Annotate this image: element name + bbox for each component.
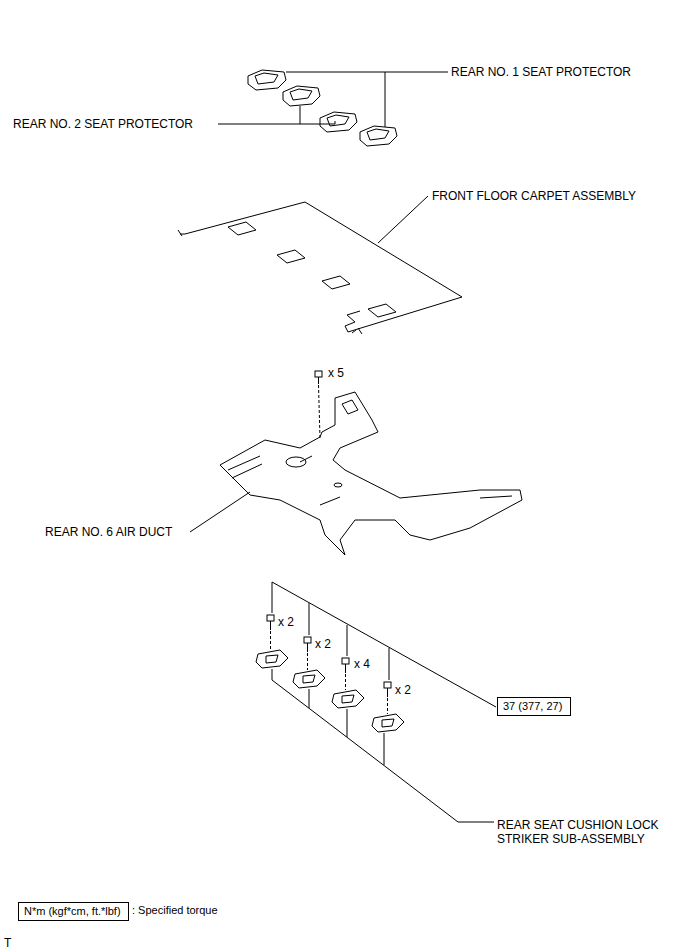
quantity-label: x 2 [394, 683, 412, 697]
quantity-label: x 4 [353, 657, 371, 671]
seat-protector [248, 70, 397, 146]
bolt [315, 371, 322, 438]
quantity-label: x 2 [277, 615, 295, 629]
part-name: REAR SEAT CUSHION LOCK STRIKER SUB-ASSEM… [496, 818, 673, 846]
air-duct [220, 392, 522, 555]
lock-striker [256, 650, 404, 732]
torque-value: N*m (kgf*cm, ft.*lbf) [24, 905, 121, 917]
legend-text: : Specified torque [131, 903, 219, 917]
part-name: REAR NO. 1 SEAT PROTECTOR [450, 65, 632, 79]
torque-box: N*m (kgf*cm, ft.*lbf) [18, 902, 129, 921]
part-name: FRONT FLOOR CARPET ASSEMBLY [431, 189, 637, 203]
floor-carpet [178, 202, 462, 334]
torque-value: 37 (377, 27) [503, 700, 562, 712]
quantity-label: x 2 [314, 637, 332, 651]
part-name: REAR NO. 2 SEAT PROTECTOR [12, 117, 194, 131]
bolt [267, 615, 391, 714]
page-mark: T [3, 936, 12, 949]
quantity-label: x 5 [327, 366, 345, 380]
part-name: REAR NO. 6 AIR DUCT [44, 525, 173, 539]
torque-box: 37 (377, 27) [497, 697, 571, 716]
